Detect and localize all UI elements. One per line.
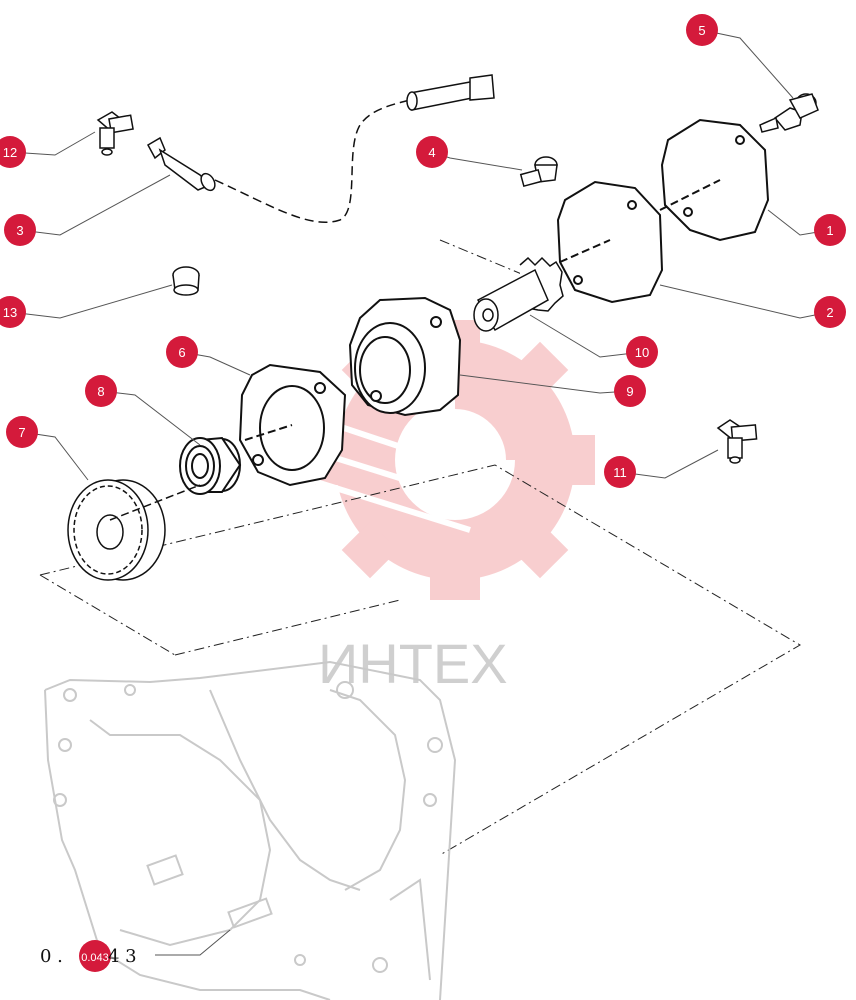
callout-9: 9 [614, 375, 646, 407]
callout-12: 12 [0, 136, 26, 168]
callout-7: 7 [6, 416, 38, 448]
callout-13: 13 [0, 296, 26, 328]
svg-text:0 .: 0 . [40, 946, 63, 967]
svg-text:3: 3 [16, 223, 23, 238]
svg-text:8: 8 [97, 384, 104, 399]
gasket-2 [556, 180, 664, 304]
plug-13 [172, 266, 200, 296]
svg-text:1: 1 [826, 223, 833, 238]
reference-number: 0 . 0.043 4 3 [40, 940, 137, 972]
callout-4: 4 [416, 136, 448, 168]
svg-text:9: 9 [626, 384, 633, 399]
svg-text:2: 2 [826, 305, 833, 320]
bearing-8 [179, 436, 242, 495]
svg-text:6: 6 [178, 345, 185, 360]
svg-text:7: 7 [18, 425, 25, 440]
elbow-fitting-12 [96, 111, 134, 156]
watermark-text: ИНТЕХ [318, 632, 508, 695]
banjo-bolt-5 [759, 93, 819, 133]
callout-10: 10 [626, 336, 658, 368]
svg-text:0.043: 0.043 [81, 952, 109, 964]
svg-text:5: 5 [698, 23, 705, 38]
bolt-4 [519, 156, 558, 188]
svg-text:12: 12 [3, 145, 17, 160]
gear-7 [67, 479, 201, 581]
gear-shaft-10 [473, 256, 564, 332]
callout-3: 3 [4, 214, 36, 246]
svg-text:4 3: 4 3 [108, 946, 137, 967]
callout-2: 2 [814, 296, 846, 328]
pump-housing-9 [348, 296, 462, 417]
svg-text:11: 11 [613, 465, 627, 480]
elbow-fitting-11 [716, 419, 758, 464]
svg-text:4: 4 [428, 145, 435, 160]
cover-plate-1 [659, 118, 770, 242]
callout-6: 6 [166, 336, 198, 368]
gasket-6 [238, 363, 347, 487]
svg-text:13: 13 [3, 305, 17, 320]
callout-8: 8 [85, 375, 117, 407]
callout-1: 1 [814, 214, 846, 246]
callout-11: 11 [604, 456, 636, 488]
callout-5: 5 [686, 14, 718, 46]
fuel-line [146, 74, 495, 223]
svg-text:10: 10 [635, 345, 649, 360]
engine-housing [44, 660, 457, 1000]
